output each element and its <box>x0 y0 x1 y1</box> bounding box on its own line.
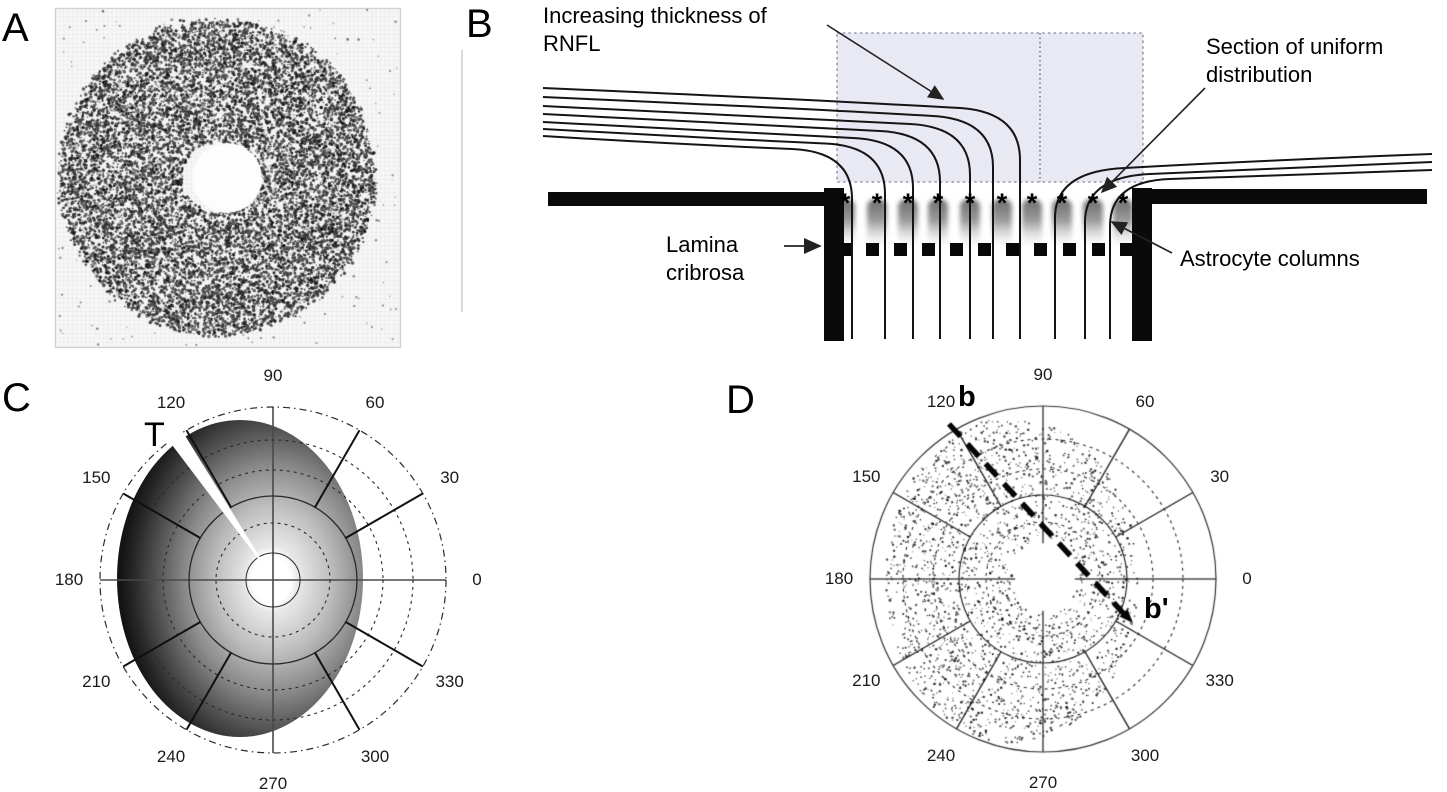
panel-letter-c: C <box>2 376 31 420</box>
angle-label-d-240: 240 <box>926 745 956 765</box>
angle-label-d-180: 180 <box>824 569 854 588</box>
asterisk: * <box>1118 188 1129 218</box>
uniform-distribution-box <box>836 32 1144 183</box>
label-section-uniform: Section of uniform distribution <box>1206 34 1384 87</box>
angle-label-c-120: 120 <box>156 393 186 413</box>
angle-label-d-90: 90 <box>1033 365 1053 384</box>
angle-label-d-300: 300 <box>1130 745 1160 765</box>
angle-label-d-120: 120 <box>926 392 956 412</box>
angle-label-d-330: 330 <box>1205 671 1234 690</box>
asterisk: * <box>1027 188 1038 218</box>
asterisk-row: * * * * * * * * * * <box>840 188 1129 218</box>
section-end-label: b' <box>1144 593 1169 625</box>
polar-spokes-c <box>122 429 424 731</box>
temporal-wedge-label: T <box>144 416 165 454</box>
panel-letter-a: A <box>2 6 29 50</box>
arrow-astrocyte-columns <box>1110 221 1173 254</box>
polar-grid-c <box>99 406 447 754</box>
temporal-wedge <box>168 431 272 577</box>
angle-label-d-30: 30 <box>1210 467 1230 486</box>
panel-divider-line <box>461 50 463 312</box>
asterisk: * <box>933 188 944 218</box>
angle-label-c-0: 0 <box>472 570 482 589</box>
panel-a-stipple-annulus <box>48 4 468 354</box>
nerve-fibers-right <box>1054 153 1433 339</box>
label-lamina-cribrosa: Lamina cribrosa <box>666 232 745 285</box>
asterisk: * <box>1088 188 1099 218</box>
panel-letter-d: D <box>726 378 755 422</box>
angle-label-c-60: 60 <box>365 393 385 413</box>
arrow-increasing-thickness <box>826 24 945 100</box>
sclera-bar-right <box>1132 188 1427 341</box>
panel-b-rnfl-schematic: * * * * * * * * * * <box>542 24 1433 341</box>
center-highlight <box>248 550 294 608</box>
angle-label-d-60: 60 <box>1135 392 1155 412</box>
angle-label-c-150: 150 <box>82 468 111 487</box>
angle-label-c-180: 180 <box>54 570 84 589</box>
angle-label-c-330: 330 <box>435 672 464 691</box>
panel-d-polar-stipple-plot <box>810 370 1290 792</box>
panel-c-polar-gradient-plot <box>99 406 447 754</box>
arrow-section-uniform <box>1100 87 1206 194</box>
rnfl-thickness-ellipse <box>117 420 363 737</box>
angle-label-c-90: 90 <box>263 366 283 385</box>
angle-label-c-240: 240 <box>156 746 186 766</box>
asterisk: * <box>903 188 914 218</box>
angle-label-d-150: 150 <box>852 467 881 486</box>
asterisk: * <box>997 188 1008 218</box>
panel-letter-b: B <box>466 2 493 46</box>
angle-label-c-300: 300 <box>360 746 390 766</box>
angle-label-d-0: 0 <box>1242 569 1252 588</box>
asterisk: * <box>840 188 851 218</box>
lamina-cribrosa-beams <box>839 243 1132 256</box>
asterisk: * <box>872 188 883 218</box>
asterisk: * <box>965 188 976 218</box>
section-start-label: b <box>958 381 976 413</box>
label-increasing-thickness: Increasing thickness of RNFL <box>543 3 767 56</box>
angle-label-d-210: 210 <box>852 671 881 690</box>
angle-label-c-210: 210 <box>82 672 111 691</box>
asterisk: * <box>1057 188 1068 218</box>
angle-label-c-270: 270 <box>258 774 288 792</box>
label-astrocyte-columns: Astrocyte columns <box>1180 246 1360 271</box>
angle-label-c-30: 30 <box>440 468 460 487</box>
sclera-bar-left <box>548 188 844 341</box>
angle-label-d-270: 270 <box>1028 773 1058 792</box>
nerve-fibers-left <box>542 87 1021 339</box>
